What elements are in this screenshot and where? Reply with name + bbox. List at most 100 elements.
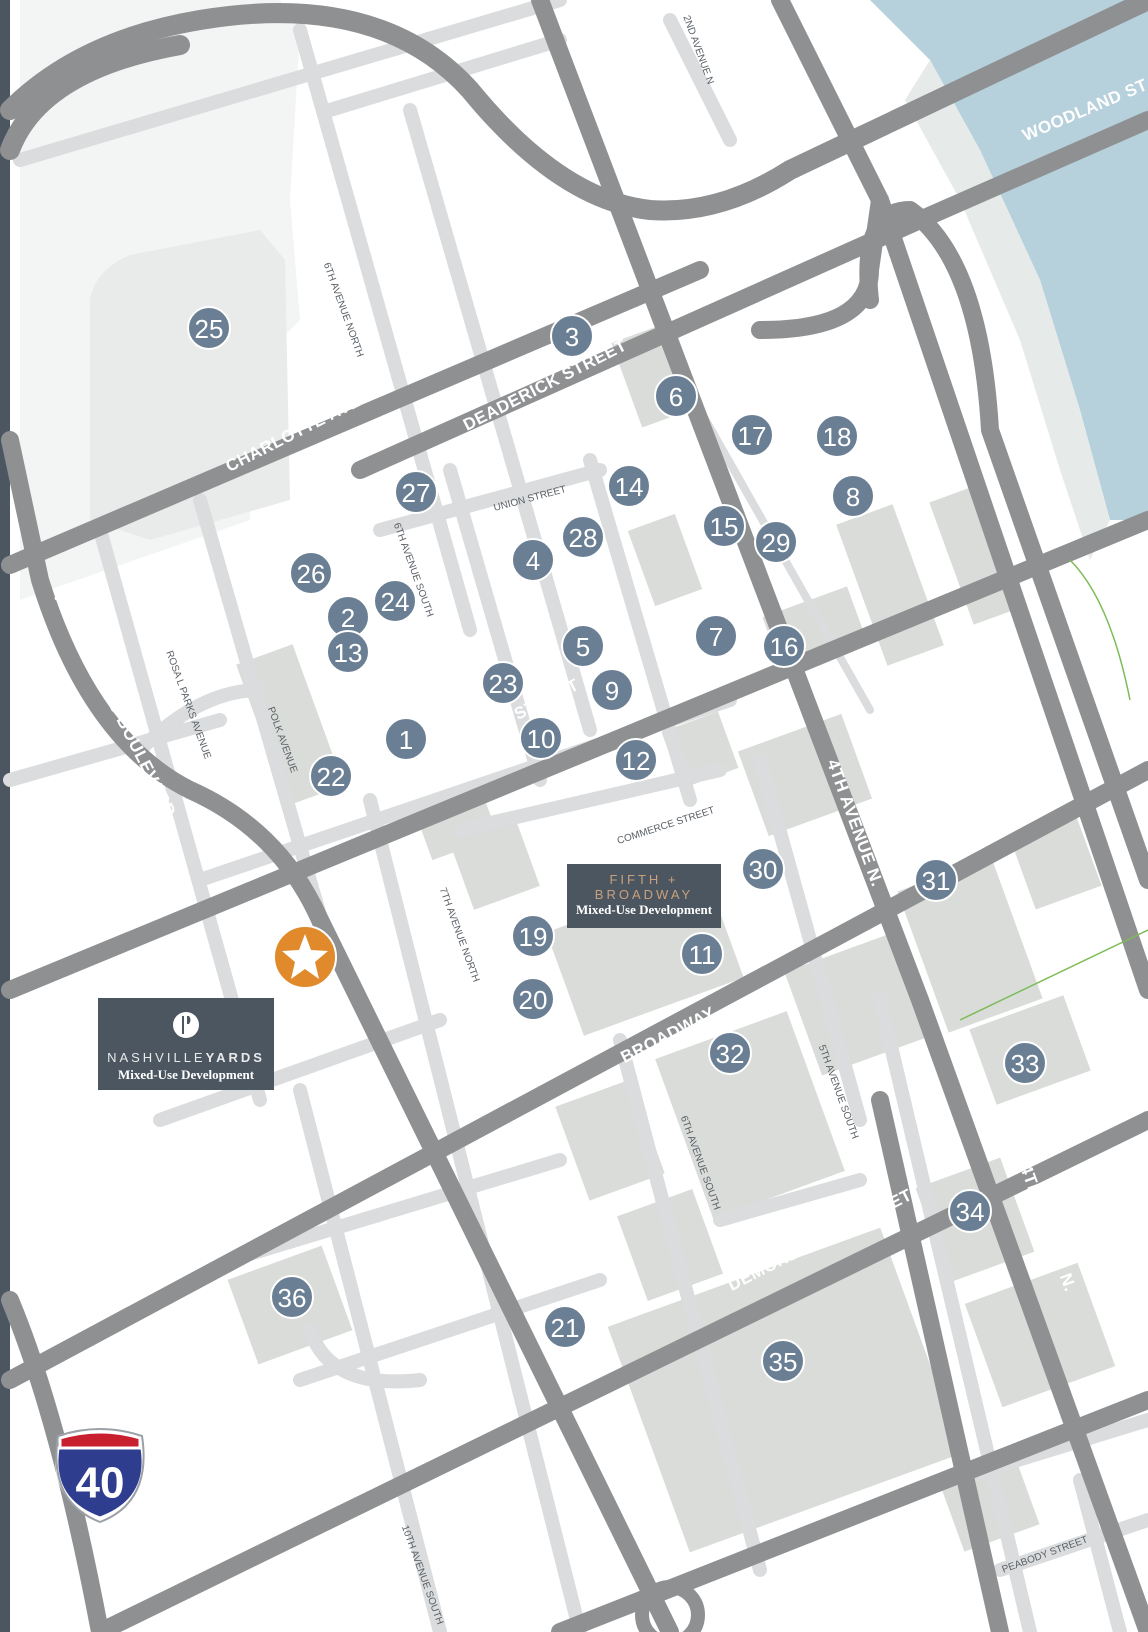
marker-circle (730, 413, 774, 457)
location-marker-23[interactable]: 23 (481, 661, 525, 705)
location-marker-15[interactable]: 15 (702, 504, 746, 548)
location-marker-33[interactable]: 33 (1003, 1041, 1047, 1085)
location-marker-30[interactable]: 30 (741, 847, 785, 891)
star-icon[interactable] (273, 925, 337, 989)
street-label-rosa-blvd: ROSA L PARKS BOULEVARD (50, 590, 180, 820)
marker-circle (1003, 1041, 1047, 1085)
location-marker-11[interactable]: 11 (680, 932, 724, 976)
marker-circle (511, 914, 555, 958)
street-label-sixth-north: 6TH AVENUE NORTH (321, 261, 365, 358)
marker-circle (614, 738, 658, 782)
marker-number: 12 (622, 746, 651, 776)
location-marker-36[interactable]: 36 (270, 1275, 314, 1319)
location-marker-32[interactable]: 32 (708, 1031, 752, 1075)
fifth-broadway-label[interactable]: FIFTH + BROADWAY Mixed-Use Development (567, 864, 721, 928)
marker-circle (289, 551, 333, 595)
location-marker-27[interactable]: 27 (394, 470, 438, 514)
marker-circle (702, 504, 746, 548)
marker-number: 27 (402, 478, 431, 508)
location-marker-22[interactable]: 22 (309, 754, 353, 798)
nashville-yards-brand-a: NASHVILLE (107, 1050, 206, 1065)
location-marker-20[interactable]: 20 (511, 977, 555, 1021)
location-marker-21[interactable]: 21 (543, 1305, 587, 1349)
marker-number: 8 (846, 482, 860, 512)
marker-number: 26 (297, 559, 326, 589)
marker-number: 11 (689, 940, 716, 970)
location-marker-31[interactable]: 31 (914, 858, 958, 902)
marker-circle (543, 1305, 587, 1349)
location-marker-34[interactable]: 34 (948, 1189, 992, 1233)
nashville-yards-label[interactable]: NASHVILLEYARDS Mixed-Use Development (98, 998, 274, 1090)
marker-number: 3 (565, 322, 579, 352)
marker-circle (831, 474, 875, 518)
fifth-broadway-subtitle: Mixed-Use Development (575, 902, 713, 917)
marker-number: 34 (956, 1197, 985, 1227)
marker-number: 24 (381, 587, 410, 617)
marker-circle (914, 858, 958, 902)
marker-circle (309, 754, 353, 798)
marker-circle (815, 414, 859, 458)
location-marker-24[interactable]: 24 (373, 579, 417, 623)
location-marker-1[interactable]: 1 (384, 717, 428, 761)
marker-number: 10 (527, 724, 556, 754)
marker-number: 21 (551, 1313, 580, 1343)
location-marker-19[interactable]: 19 (511, 914, 555, 958)
fifth-broadway-line1: FIFTH + (609, 872, 679, 887)
location-marker-25[interactable]: 25 (187, 306, 231, 350)
marker-number: 2 (341, 603, 355, 633)
page-edge-strip (0, 0, 10, 1632)
greenway-path (959, 929, 1148, 1021)
marker-circle (762, 624, 806, 668)
location-marker-3[interactable]: 3 (550, 314, 594, 358)
marker-number: 18 (823, 422, 852, 452)
marker-number: 23 (489, 669, 518, 699)
location-marker-7[interactable]: 7 (694, 614, 738, 658)
marker-number: 4 (526, 546, 540, 576)
marker-circle (654, 374, 698, 418)
interstate-shield-icon: 40 (55, 1428, 145, 1524)
location-marker-4[interactable]: 4 (511, 538, 555, 582)
marker-number: 20 (519, 985, 548, 1015)
location-marker-26[interactable]: 26 (289, 551, 333, 595)
location-marker-28[interactable]: 28 (561, 515, 605, 559)
marker-circle (394, 470, 438, 514)
marker-number: 35 (769, 1347, 798, 1377)
marker-circle (561, 624, 605, 668)
marker-number: 31 (922, 866, 951, 896)
location-marker-5[interactable]: 5 (561, 624, 605, 668)
marker-number: 29 (762, 528, 791, 558)
location-marker-12[interactable]: 12 (614, 738, 658, 782)
marker-circle (948, 1189, 992, 1233)
location-marker-10[interactable]: 10 (519, 716, 563, 760)
marker-circle (373, 579, 417, 623)
marker-number: 32 (716, 1039, 745, 1069)
marker-number: 16 (770, 632, 799, 662)
location-marker-35[interactable]: 35 (761, 1339, 805, 1383)
marker-circle (590, 668, 634, 712)
marker-circle (694, 614, 738, 658)
location-marker-16[interactable]: 16 (762, 624, 806, 668)
location-marker-29[interactable]: 29 (754, 520, 798, 564)
location-marker-8[interactable]: 8 (831, 474, 875, 518)
marker-circle (481, 661, 525, 705)
location-marker-14[interactable]: 14 (607, 464, 651, 508)
location-marker-18[interactable]: 18 (815, 414, 859, 458)
greenway-path (1069, 559, 1131, 701)
marker-number: 13 (334, 638, 363, 668)
marker-circle (680, 932, 724, 976)
location-marker-9[interactable]: 9 (590, 668, 634, 712)
marker-number: 9 (605, 676, 619, 706)
cumberland-river (870, 0, 1148, 520)
marker-number: 15 (710, 512, 739, 542)
location-marker-13[interactable]: 13 (326, 630, 370, 674)
location-marker-17[interactable]: 17 (730, 413, 774, 457)
street-label-third: 3RD AVENUE N. (910, 668, 974, 802)
marker-number: 33 (1011, 1049, 1040, 1079)
riverbank (905, 60, 1110, 560)
marker-number: 17 (738, 421, 767, 451)
marker-circle (511, 538, 555, 582)
marker-number: 30 (749, 855, 778, 885)
location-marker-6[interactable]: 6 (654, 374, 698, 418)
marker-circle (187, 306, 231, 350)
